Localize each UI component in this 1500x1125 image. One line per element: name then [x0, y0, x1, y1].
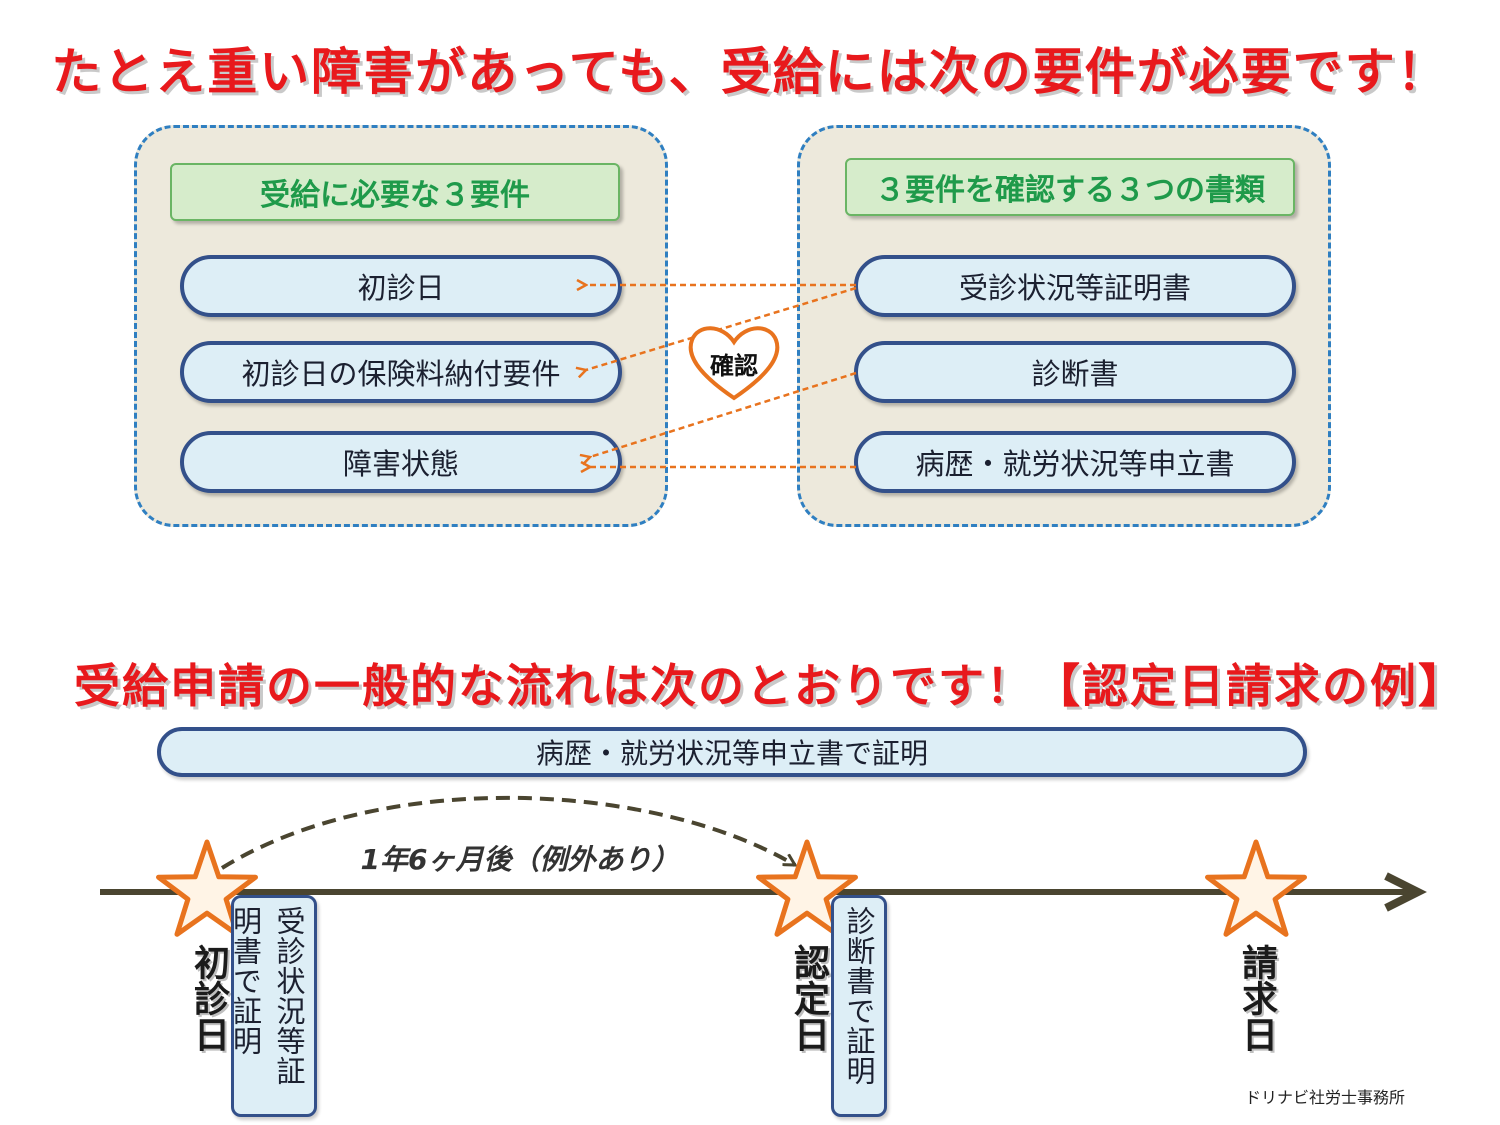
milestone-claim-label: 請求日: [1236, 944, 1277, 1052]
credit-text: ドリナビ社労士事務所: [1245, 1088, 1406, 1107]
requirement-first-visit-date: 初診日: [180, 255, 622, 317]
arrow-right-icon: [1384, 872, 1427, 912]
recognition-proof-box: 診断書で証明: [831, 895, 887, 1117]
requirement-disability-status: 障害状態: [180, 431, 622, 493]
headline-bottom: 受給申請の一般的な流れは次のとおりです！【認定日請求の例】: [74, 659, 1466, 713]
star-icon: [1205, 839, 1307, 937]
milestone-recognition-label: 認定日: [788, 944, 829, 1052]
requirements-title: 受給に必要な３要件: [170, 163, 620, 221]
documents-title: ３要件を確認する３つの書類: [845, 158, 1295, 216]
headline-top: たとえ重い障害があっても、受給には次の要件が必要です！: [51, 43, 1449, 101]
requirement-premium-payment: 初診日の保険料納付要件: [180, 341, 622, 403]
document-medical-history-statement: 病歴・就労状況等申立書: [854, 431, 1296, 493]
first-visit-proof-box: 受診状況等証明書で証明: [229, 895, 317, 1117]
connector-doc2-req3: [590, 371, 857, 457]
star-icon: [156, 839, 258, 937]
star-icon: [756, 839, 858, 937]
milestone-first-visit-label: 初診日: [188, 944, 229, 1052]
heart-icon: [688, 326, 780, 401]
confirm-label: 確認: [710, 352, 758, 380]
document-visit-certificate: 受診状況等証明書: [854, 255, 1296, 317]
document-medical-certificate: 診断書: [854, 341, 1296, 403]
interval-label: 1年6ヶ月後（例外あり）: [360, 843, 680, 876]
medical-history-band: 病歴・就労状況等申立書で証明: [157, 727, 1307, 777]
